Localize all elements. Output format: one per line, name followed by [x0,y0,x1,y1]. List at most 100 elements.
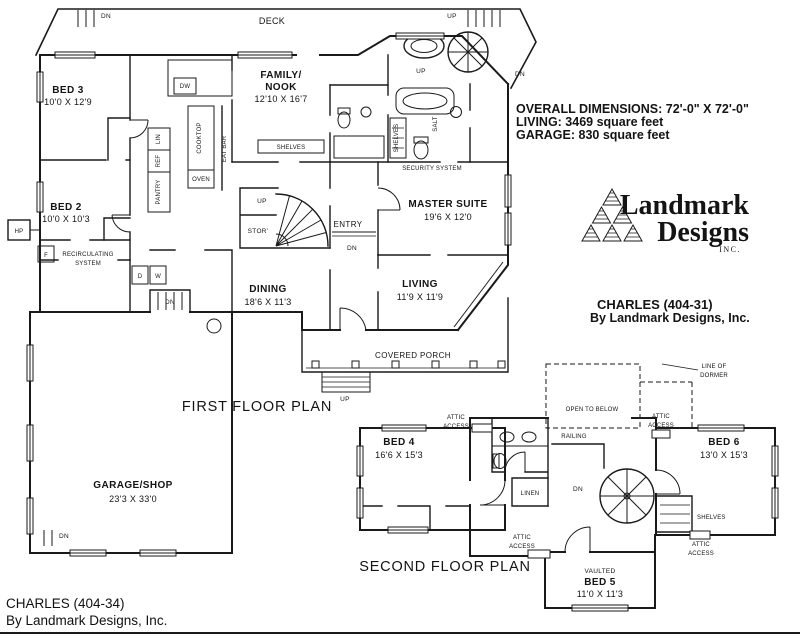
label-dn-entry: DN [347,245,357,252]
deck-outline [34,8,537,90]
label-up-porch: UP [340,396,350,403]
label-attic-tl-1: ATTIC [447,415,465,421]
label-line-of: LINE OF [702,364,727,370]
second-floor-bath-fixtures [492,431,548,469]
label-shelves-family: SHELVES [277,145,306,151]
label-covered-porch: COVERED PORCH [375,351,451,360]
label-dn-deck: DN [101,13,111,20]
label-family: FAMILY/ [260,70,301,81]
label-dn-utility: DN [165,299,175,306]
main-staircase [239,187,331,249]
label-open-to-below: OPEN TO BELOW [566,407,619,413]
second-floor-doors [479,451,681,553]
label-garage-name: GARAGE/SHOP [93,480,172,491]
label-dn-garage: DN [59,533,69,540]
logo-triangle-hatch [584,192,640,238]
label-attic-br-1: ATTIC [692,542,710,548]
label-garage-dims: 23'3 X 33'0 [109,494,157,504]
label-cooktop: COOKTOP [197,122,203,153]
label-eat-bar: EAT BAR [222,135,228,162]
garage-outline [29,289,233,554]
label-bed2-name: BED 2 [50,202,81,213]
label-bed4-name: BED 4 [383,437,414,448]
bottom-divider [0,632,800,634]
label-linen: LINEN [521,491,540,497]
spa-and-spiral-stair [403,31,489,73]
overall-info-block: OVERALL DIMENSIONS: 72'-0" X 72'-0" LIVI… [516,102,749,142]
label-dining-name: DINING [249,284,286,295]
overall-dimensions-text: OVERALL DIMENSIONS: 72'-0" X 72'-0" [516,102,749,116]
byline-footer: By Landmark Designs, Inc. [6,613,168,628]
first-floor-title: FIRST FLOOR PLAN [182,399,332,415]
label-recirculating-system: SYSTEM [75,261,101,267]
label-bed4-dims: 16'6 X 15'3 [375,450,423,460]
first-floor-plan: DECK DN UP UP DN BED 3 10'0 X 12'9 DW FA… [7,8,537,557]
dormer-and-open-below [545,363,699,429]
garage-area-text: GARAGE: 830 square feet [516,128,670,142]
label-security-system: SECURITY SYSTEM [402,166,462,172]
label-attic-bl-2: ACCESS [509,544,535,550]
label-bed5-dims: 11'0 X 11'3 [577,589,623,599]
plan-id-footer: CHARLES (404-34) [6,596,125,611]
plan-id-right: CHARLES (404-31) [597,297,713,312]
label-up-spiral: UP [416,68,426,75]
label-bed5-name: BED 5 [584,577,615,588]
label-dining-dims: 18'6 X 11'3 [244,297,291,307]
label-living-dims: 11'9 X 11'9 [397,292,443,302]
label-refrigerator: REF [156,155,162,168]
label-salt: SALT [433,116,439,131]
label-nook: NOOK [265,82,297,93]
label-attic-tl-2: ACCESS [443,424,469,430]
label-storage: STOR' [248,228,269,235]
label-recirculating: RECIRCULATING [62,252,113,258]
label-up-deck: UP [447,13,457,20]
label-dn-2f: DN [573,486,583,493]
attic-access-panels [471,423,711,559]
byline-right: By Landmark Designs, Inc. [590,311,750,325]
label-dormer: DORMER [700,373,728,379]
label-deck: DECK [259,16,285,26]
label-living-name: LIVING [402,279,438,290]
second-floor-windows [356,424,779,612]
second-floor-walls [359,417,776,609]
label-railing: RAILING [561,434,587,440]
label-attic-tr-2: ACCESS [648,423,674,429]
label-furnace: F [44,253,48,259]
label-dryer: D [138,274,143,280]
label-attic-tr-1: ATTIC [652,414,670,420]
label-attic-br-2: ACCESS [688,551,714,557]
covered-porch [301,297,509,393]
logo-triangles [581,187,643,242]
label-heat-pump: HP [15,229,24,235]
logo-name-line1: Landmark [620,190,750,221]
bathroom-fixtures [333,87,462,160]
label-linen-closet: LIN [156,134,162,144]
label-dishwasher: DW [180,84,191,90]
label-bed6-dims: 13'0 X 15'3 [700,450,748,460]
logo-inc: INC. [719,245,741,254]
label-attic-bl-1: ATTIC [513,535,531,541]
label-master-name: MASTER SUITE [408,199,487,210]
second-floor-plan: LINE OF DORMER OPEN TO BELOW ATTIC ACCES… [356,363,779,612]
kitchen-fixtures [147,59,325,213]
label-pantry: PANTRY [156,180,162,205]
label-washer: W [155,274,161,280]
landmark-designs-logo: Landmark Designs INC. CHARLES (404-31) B… [581,187,750,325]
label-bed3-dims: 10'0 X 12'9 [44,97,92,107]
label-entry: ENTRY [334,220,363,229]
first-floor-interior-walls [39,54,509,331]
label-shelves-bed6: SHELVES [697,515,726,521]
label-master-dims: 19'6 X 12'0 [424,212,472,222]
label-bed5-vaulted: VAULTED [584,568,615,575]
second-floor-spiral-stair [551,443,655,524]
first-floor-doors [111,119,401,331]
label-family-dims: 12'10 X 16'7 [254,94,307,104]
label-shelves-master: SHELVES [394,124,400,153]
label-dn-right: DN [515,71,525,78]
label-bed6-name: BED 6 [708,437,739,448]
label-bed3-name: BED 3 [52,85,83,96]
label-oven: OVEN [192,177,210,183]
living-area-text: LIVING: 3469 square feet [516,115,664,129]
